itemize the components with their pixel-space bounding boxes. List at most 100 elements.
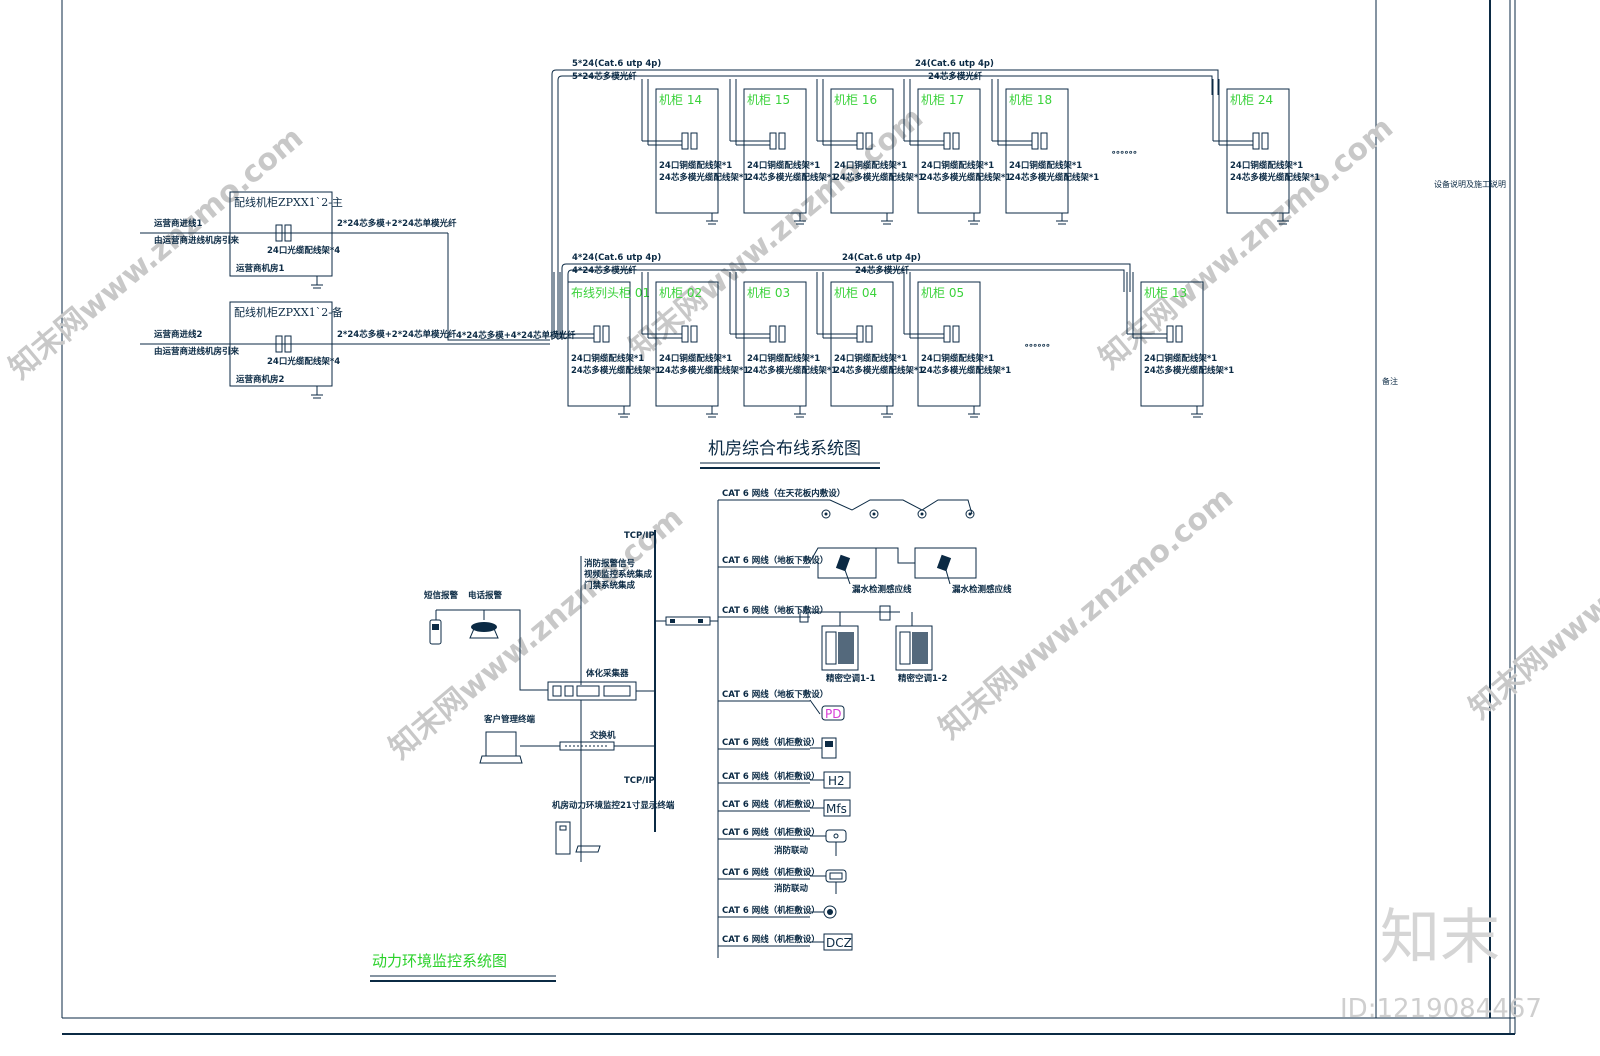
dist-main-in1: 运营商进线1 bbox=[154, 218, 203, 229]
dist-cabinet-main: 配线机柜ZPXX1`2-主 24口光缆配线架*4 运营商机房1 运营商进线1 由… bbox=[140, 191, 457, 289]
sms-alarm-label: 短信报警 bbox=[424, 590, 459, 601]
cabinet-label: 机柜 05 bbox=[921, 286, 964, 300]
branch-label: CAT 6 网线（在天花板内敷设） bbox=[722, 488, 845, 499]
cabinet-patch-copper: 24口铜缆配线架*1 bbox=[921, 160, 994, 171]
top-bus-label-2: 5*24芯多模光纤 bbox=[572, 71, 637, 82]
leak-detection-group: 漏水检测感应线 漏水检测感应线 bbox=[809, 547, 1012, 595]
watermark-6: 知末网www.znzmo.com bbox=[1463, 460, 1600, 726]
phone-alarm-label: 电话报警 bbox=[468, 590, 503, 601]
dist-backup-in1: 运营商进线2 bbox=[154, 329, 203, 340]
dist-main-room: 运营商机房1 bbox=[236, 263, 285, 274]
bot-bus-label-1: 4*24(Cat.6 utp 4p) bbox=[572, 253, 661, 263]
cabinet-label: 机柜 16 bbox=[834, 93, 877, 107]
cabinet-patch-fiber: 24芯多模光缆配线架*1 bbox=[571, 365, 661, 376]
leak-label-1: 漏水检测感应线 bbox=[852, 584, 912, 595]
leak-label-2: 漏水检测感应线 bbox=[952, 584, 1012, 595]
tcpip-label-bottom: TCP/IP bbox=[624, 776, 655, 786]
dist-backup-patch: 24口光缆配线架*4 bbox=[267, 356, 340, 367]
branch-label: CAT 6 网线（机柜敷设） bbox=[722, 934, 820, 945]
cabinet-patch-fiber: 24芯多模光缆配线架*1 bbox=[921, 365, 1011, 376]
fire-link-1-icon: 消防联动 bbox=[774, 829, 847, 856]
dist-cabinet-backup: 配线机柜ZPXX1`2-备 24口光缆配线架*4 运营商机房2 运营商进线2 由… bbox=[140, 301, 457, 399]
branch-list: CAT 6 网线（在天花板内敷设） CAT 6 网线（地板下敷设） CAT 6 网线… bbox=[718, 488, 845, 947]
cabinet-patch-copper: 24口铜缆配线架*1 bbox=[1230, 160, 1303, 171]
cabinet-patch-fiber: 24芯多模光缆配线架*1 bbox=[659, 365, 749, 376]
hydrogen-sensor-icon: H2 bbox=[810, 771, 851, 789]
siren-icon bbox=[810, 905, 837, 919]
cabinet-label: 机柜 24 bbox=[1230, 93, 1273, 107]
fire-link-2-icon: 消防联动 bbox=[774, 869, 847, 894]
h2-symbol: H2 bbox=[828, 774, 845, 788]
network-switch-icon bbox=[559, 741, 615, 751]
branch-label: CAT 6 网线（地板下敷设） bbox=[722, 689, 828, 700]
cabinet-patch-copper: 24口铜缆配线架*1 bbox=[571, 353, 644, 364]
telephone-icon bbox=[469, 622, 499, 639]
ethernet-hub-icon bbox=[665, 616, 711, 626]
monitoring-diagram: TCP/IP TCP/IP 消防报警信号 视频监控系统集成 门禁系统集成 短信报… bbox=[370, 488, 1012, 982]
mobile-phone-icon bbox=[429, 619, 442, 645]
cabinet-patch-fiber: 24芯多模光缆配线架*1 bbox=[834, 365, 924, 376]
top-bus-label-4: 24芯多模光纤 bbox=[928, 71, 983, 82]
cabling-title: 机房综合布线系统图 bbox=[708, 439, 861, 459]
cabinet-label: 机柜 15 bbox=[747, 93, 790, 107]
cabinet-patch-copper: 24口铜缆配线架*1 bbox=[1144, 353, 1217, 364]
cabinet-label: 机柜 02 bbox=[659, 286, 702, 300]
dcz-sensor-icon: DCZ bbox=[810, 933, 853, 951]
pd-sensor-icon: PD bbox=[809, 699, 845, 721]
cabinet-patch-copper: 24口铜缆配线架*1 bbox=[1009, 160, 1082, 171]
laptop-icon bbox=[479, 731, 523, 764]
cabinet-patch-copper: 24口铜缆配线架*1 bbox=[747, 353, 820, 364]
meter-icon bbox=[810, 737, 837, 759]
cabinet-patch-copper: 24口铜缆配线架*1 bbox=[747, 160, 820, 171]
display-terminal-icon bbox=[555, 821, 601, 855]
mfs-sensor-icon: Mfs bbox=[810, 799, 851, 817]
cabinet-patch-copper: 24口铜缆配线架*1 bbox=[834, 160, 907, 171]
mfs-symbol: Mfs bbox=[826, 802, 847, 816]
fire-signal-3: 门禁系统集成 bbox=[584, 580, 636, 591]
cabinet-patch-fiber: 24芯多模光缆配线架*1 bbox=[834, 172, 924, 183]
cabinet-label: 布线列头柜 01 bbox=[571, 286, 650, 300]
branch-label: CAT 6 网线（机柜敷设） bbox=[722, 737, 820, 748]
cabinet-patch-copper: 24口铜缆配线架*1 bbox=[834, 353, 907, 364]
display-label: 机房动力环境监控21寸显示终端 bbox=[552, 800, 675, 811]
branch-label: CAT 6 网线（地板下敷设） bbox=[722, 555, 828, 566]
top-ellipsis: 。。。。。。 bbox=[1112, 146, 1142, 156]
brand-logo: 知末 bbox=[1380, 903, 1500, 973]
notes-small-label: 设备说明及施工说明 bbox=[1434, 179, 1506, 189]
cabinet-patch-fiber: 24芯多模光缆配线架*1 bbox=[659, 172, 749, 183]
bot-bus-label-2: 4*24芯多模光纤 bbox=[572, 265, 637, 276]
precision-ac-group: 精密空调1-1 精密空调1-2 bbox=[799, 605, 947, 684]
cabinet-patch-copper: 24口铜缆配线架*1 bbox=[659, 353, 732, 364]
data-collector-icon bbox=[547, 681, 637, 701]
cabinet-label: 机柜 18 bbox=[1009, 93, 1052, 107]
ac-unit-1-icon bbox=[821, 625, 859, 671]
fire-signal-1: 消防报警信号 bbox=[584, 558, 636, 569]
watermark-4: 知末网www.znzmo.com bbox=[933, 480, 1240, 746]
backbone-label: 4*24芯多模+4*24芯单模光纤 bbox=[456, 330, 576, 341]
top-bus-label-3: 24(Cat.6 utp 4p) bbox=[915, 59, 994, 69]
dist-backup-feed: 2*24芯多模+2*24芯单模光纤 bbox=[337, 329, 457, 340]
cabinet-patch-fiber: 24芯多模光缆配线架*1 bbox=[1230, 172, 1320, 183]
dist-main-patch: 24口光缆配线架*4 bbox=[267, 245, 340, 256]
collector-label: 体化采集器 bbox=[586, 668, 629, 679]
cabling-diagram: 配线机柜ZPXX1`2-主 24口光缆配线架*4 运营商机房1 运营商进线1 由… bbox=[140, 59, 1320, 469]
cabinet-patch-fiber: 24芯多模光缆配线架*1 bbox=[921, 172, 1011, 183]
cabinet-patch-fiber: 24芯多模光缆配线架*1 bbox=[747, 172, 837, 183]
cabinet-patch-fiber: 24芯多模光缆配线架*1 bbox=[1144, 365, 1234, 376]
ac-label-1: 精密空调1-1 bbox=[826, 673, 875, 684]
drawing-frame bbox=[61, 0, 1516, 1035]
dist-backup-in2: 由运营商进线机房引来 bbox=[154, 346, 240, 357]
cabinet-label: 机柜 17 bbox=[921, 93, 964, 107]
fire-link-label-2: 消防联动 bbox=[774, 883, 809, 894]
bot-bus-label-4: 24芯多模光纤 bbox=[855, 265, 910, 276]
brand-logo-text: 知末 bbox=[1380, 903, 1500, 973]
